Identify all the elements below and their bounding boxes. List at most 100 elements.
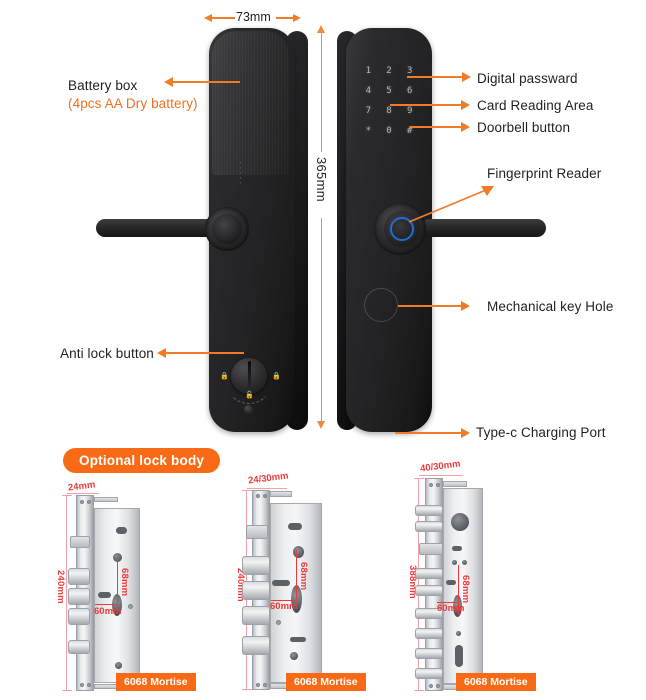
width-line-right [276, 17, 294, 19]
mortise2-height-cap-bottom [242, 689, 252, 690]
mortise3-slot-mid [446, 580, 456, 585]
mortise3-bolt-1 [415, 505, 443, 516]
key-9[interactable]: 9 [406, 106, 413, 116]
mortise3-height-label: 388mm [407, 565, 418, 599]
height-line-lower [320, 218, 323, 422]
height-arrow-down-head [317, 421, 325, 429]
mortise3-height-cap-top [414, 478, 424, 479]
mortise1-bolt-4 [68, 640, 90, 654]
mortise2-slot-bottom [290, 637, 306, 642]
back-handle-hub-inner [212, 214, 242, 244]
mortise3-screw-bot2 [436, 684, 440, 688]
key-7[interactable]: 7 [365, 106, 372, 116]
mortise3-slot-bottom [455, 645, 463, 667]
height-dimension-label: 365mm [314, 157, 329, 202]
callout-type-c-label: Type-c Charging Port [476, 425, 606, 440]
callout-battery-box-label: Battery box [68, 78, 138, 93]
keypad[interactable]: 1 2 3 4 5 6 7 8 9 * 0 # [358, 64, 420, 136]
mortise2-bolt-2 [242, 581, 270, 600]
callout-card-reading-leader [390, 104, 462, 106]
key-5[interactable]: 5 [386, 86, 392, 96]
mortise2-slot-mid [272, 580, 290, 586]
mortise3-cylinder-hole [453, 595, 462, 617]
lock-closed-icon-right: 🔒 [272, 373, 281, 380]
callout-digital-password-leader [407, 76, 463, 78]
mortise2-height-cap-top [242, 490, 252, 491]
back-handle-lever [96, 219, 221, 237]
mortise3-bolt-8 [415, 668, 443, 679]
callout-key-hole-arrow-head [461, 301, 470, 311]
mortise3-case [443, 488, 483, 684]
key-2[interactable]: 2 [386, 66, 392, 76]
lock-open-icon-bottom: 🔓 [245, 392, 254, 399]
mortise1-height-label: 240mm [55, 570, 66, 604]
fingerprint-reader-ring[interactable] [390, 217, 414, 241]
callout-doorbell-arrow-head [461, 122, 470, 132]
key-hash[interactable]: # [406, 126, 413, 136]
mortise1-tag: 6068 Mortise [116, 673, 196, 691]
mortise3-screw-top1 [429, 483, 433, 487]
mortise2-width-label: 24/30mm [247, 470, 290, 487]
mortise3-screw-top2 [436, 483, 440, 487]
mortise1-tail-top [94, 497, 118, 502]
mortise1-width-label: 24mm [67, 479, 97, 494]
mortise3-bolt-7 [415, 648, 443, 659]
callout-key-hole-leader [398, 305, 462, 307]
mortise2-latch [246, 525, 268, 539]
key-star[interactable]: * [365, 126, 372, 136]
mortise3-pitch-h-line [437, 602, 459, 604]
key-3[interactable]: 3 [406, 66, 413, 76]
callout-card-reading-label: Card Reading Area [477, 98, 594, 113]
mortise1-height-line [66, 495, 67, 691]
mortise1-screw-side [128, 604, 133, 609]
mortise2-spindle-hole [293, 546, 304, 558]
width-arrow-right-head [293, 13, 301, 22]
mortise2-tail-top [270, 491, 292, 497]
mortise1-screw-bot2 [87, 683, 91, 687]
mortise3-height-cap-bottom [414, 690, 424, 691]
callout-anti-lock-label: Anti lock button [60, 346, 154, 361]
mortise3-hole-b [462, 560, 467, 565]
key-1[interactable]: 1 [365, 66, 372, 76]
height-line-upper [320, 32, 323, 152]
mortise2-screw-top2 [263, 494, 267, 498]
mortise2-pitch-v-label: 68mm [298, 562, 309, 591]
mortise3-tag: 6068 Mortise [456, 673, 536, 691]
mortise1-screw-bot1 [80, 683, 84, 687]
key-4[interactable]: 4 [365, 86, 372, 96]
mortise3-screw-bot1 [429, 684, 433, 688]
mortise1-pitch-h-line [95, 604, 118, 606]
key-6[interactable]: 6 [406, 86, 413, 96]
mortise3-bolt-4 [415, 585, 443, 596]
mortise1-screw-top1 [80, 500, 84, 504]
mortise1-slot-mid [98, 592, 111, 598]
mortise2-bolt-4 [242, 636, 270, 655]
mortise2-bolt-1 [242, 556, 270, 575]
mortise2-screw-side [276, 620, 281, 625]
height-arrow-up-head [317, 25, 325, 33]
callout-fingerprint-label: Fingerprint Reader [487, 166, 602, 181]
mortise3-bolt-6 [415, 628, 443, 639]
key-0[interactable]: 0 [386, 126, 392, 136]
optional-lock-body-banner: Optional lock body [63, 448, 221, 473]
callout-doorbell-leader [410, 126, 462, 128]
mortise1-width-line [67, 493, 99, 494]
front-handle-lever [421, 219, 546, 237]
mortise1-hole-bottom [115, 662, 122, 669]
callout-anti-lock-leader-line [166, 352, 244, 354]
callout-type-c-arrow-head [461, 428, 470, 438]
battery-cover [212, 31, 289, 175]
callout-battery-leader-line [173, 81, 240, 83]
mortise3-pitch-v-label: 68mm [460, 575, 471, 604]
lock-closed-icon-left: 🔒 [220, 373, 229, 380]
mechanical-key-hole[interactable] [364, 288, 398, 322]
key-8[interactable]: 8 [386, 106, 392, 116]
mortise3-spindle-hole [451, 513, 469, 531]
mortise2-pitch-h-line [271, 600, 297, 602]
anti-lock-arc-guide [225, 356, 273, 404]
mortise3-pitch-v-line [458, 565, 460, 615]
mortise3-bolt-3 [415, 568, 443, 579]
mortise2-slot-top [288, 523, 302, 530]
mortise1-tail-bottom [94, 684, 118, 689]
